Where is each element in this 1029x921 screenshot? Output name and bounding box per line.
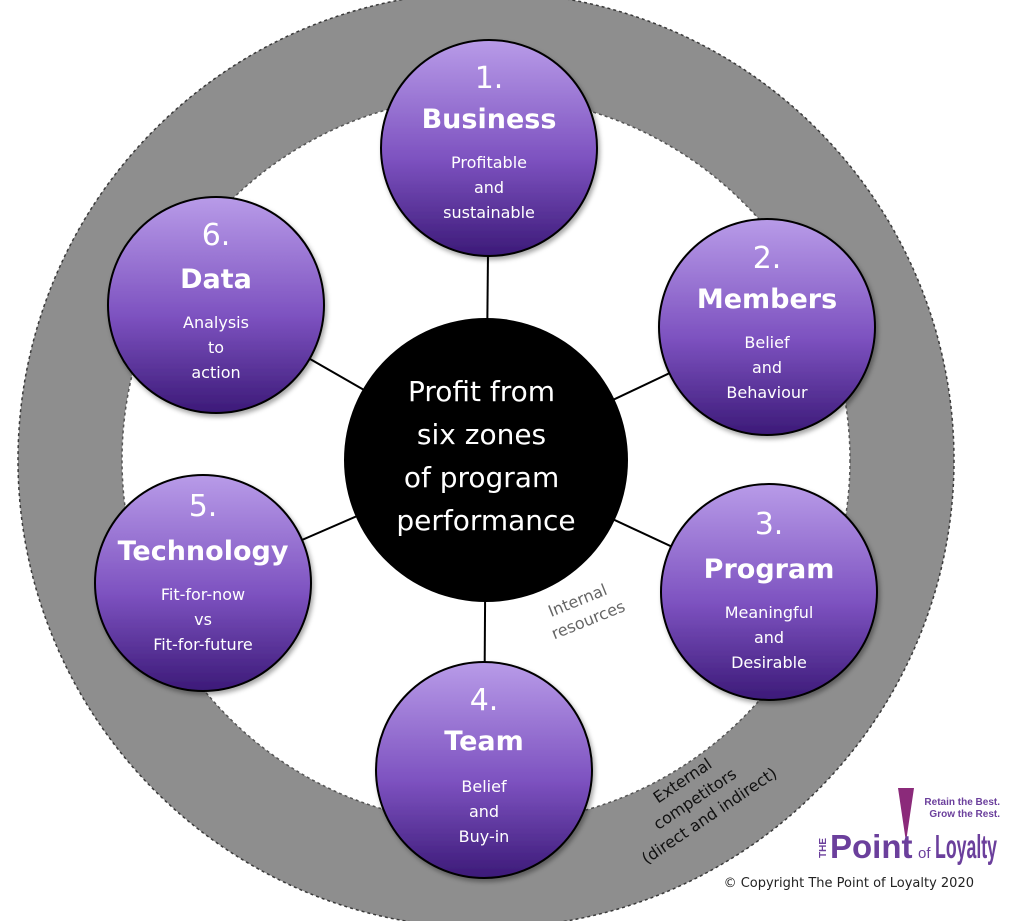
zone-line: Fit-for-now xyxy=(161,585,245,604)
zone-line: Meaningful xyxy=(725,603,814,622)
copyright-text: © Copyright The Point of Loyalty 2020 xyxy=(724,876,974,891)
zone-line: Analysis xyxy=(183,313,249,332)
zone-line: to xyxy=(208,338,224,357)
logo-loyalty: Loyalty xyxy=(935,828,997,865)
zone-circle xyxy=(660,483,878,701)
zone-line: Behaviour xyxy=(726,383,808,402)
logo-the: THE xyxy=(818,838,829,858)
zone-business: 1. Business Profitable and sustainable xyxy=(380,39,598,257)
zone-title: Data xyxy=(180,264,252,295)
zone-line: and xyxy=(754,628,784,647)
zone-circle xyxy=(107,196,325,414)
zone-line: Desirable xyxy=(731,653,807,672)
center-line: six zones xyxy=(417,418,546,451)
zone-line: action xyxy=(191,363,240,382)
zone-circle xyxy=(94,474,312,692)
zone-line: sustainable xyxy=(443,203,535,222)
logo-point: Point xyxy=(830,828,912,865)
zone-number: 2. xyxy=(753,241,782,276)
zone-circle xyxy=(380,39,598,257)
center-text: Profit from six zones of program perform… xyxy=(396,375,575,537)
center-circle xyxy=(344,318,628,602)
zone-circle xyxy=(658,218,876,436)
center-line: of program xyxy=(404,461,559,494)
zone-number: 1. xyxy=(475,61,504,96)
zone-number: 4. xyxy=(470,683,499,718)
zone-title: Program xyxy=(704,554,835,585)
zone-technology: 5. Technology Fit-for-now vs Fit-for-fut… xyxy=(94,474,312,692)
zone-line: Belief xyxy=(744,333,790,352)
zone-number: 3. xyxy=(755,507,784,542)
center-line: performance xyxy=(396,504,575,537)
zone-line: and xyxy=(474,178,504,197)
point-of-loyalty-logo: Retain the Best. Grow the Rest. THE Poin… xyxy=(818,788,1000,865)
zone-data: 6. Data Analysis to action xyxy=(107,196,325,414)
zone-line: Profitable xyxy=(451,153,527,172)
zone-line: Buy-in xyxy=(459,827,510,846)
logo-pennant-icon xyxy=(898,788,914,842)
zone-title: Technology xyxy=(118,536,289,567)
zone-members: 2. Members Belief and Behaviour xyxy=(658,218,876,436)
logo-of: of xyxy=(918,845,931,862)
zone-title: Members xyxy=(697,284,837,315)
zone-number: 5. xyxy=(189,489,218,524)
zone-line: vs xyxy=(194,610,212,629)
logo-tagline: Grow the Rest. xyxy=(929,809,1000,820)
center-line: Profit from xyxy=(408,375,555,408)
zone-title: Business xyxy=(422,104,557,135)
logo-tagline: Retain the Best. xyxy=(924,797,1000,808)
zone-number: 6. xyxy=(202,218,231,253)
zone-line: Belief xyxy=(461,777,507,796)
zone-line: and xyxy=(752,358,782,377)
zone-line: Fit-for-future xyxy=(153,635,253,654)
zone-title: Team xyxy=(444,726,524,757)
zone-team: 4. Team Belief and Buy-in xyxy=(375,661,593,879)
zone-line: and xyxy=(469,802,499,821)
zone-program: 3. Program Meaningful and Desirable xyxy=(660,483,878,701)
zone-circle xyxy=(375,661,593,879)
external-ring-outer-edge xyxy=(17,0,955,921)
